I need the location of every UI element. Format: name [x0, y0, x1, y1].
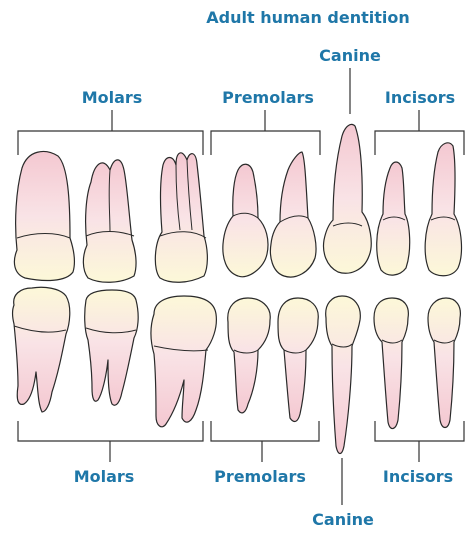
lower-premolar-1: [228, 298, 270, 413]
bracket-premolars-top: [211, 110, 320, 155]
lower-molar-3: [151, 296, 216, 427]
lower-molar-2: [85, 290, 138, 405]
upper-incisor-central: [425, 143, 461, 276]
bracket-molars-bottom: [18, 421, 203, 462]
lower-molar-1: [13, 287, 70, 412]
upper-premolar-1: [223, 164, 268, 277]
lower-canine: [326, 296, 361, 454]
lower-incisor-lateral: [374, 298, 408, 429]
bracket-premolars-bottom: [211, 421, 319, 462]
upper-canine: [324, 124, 372, 273]
bracket-incisors-bottom: [375, 421, 464, 462]
upper-incisor-lateral: [377, 162, 410, 275]
upper-molar-1: [14, 152, 74, 281]
upper-molar-3: [155, 153, 207, 282]
bracket-molars-top: [18, 110, 203, 155]
upper-molar-2: [83, 160, 136, 282]
lower-incisor-central: [428, 298, 460, 428]
upper-premolar-2: [270, 152, 316, 277]
lower-premolar-2: [278, 298, 318, 421]
